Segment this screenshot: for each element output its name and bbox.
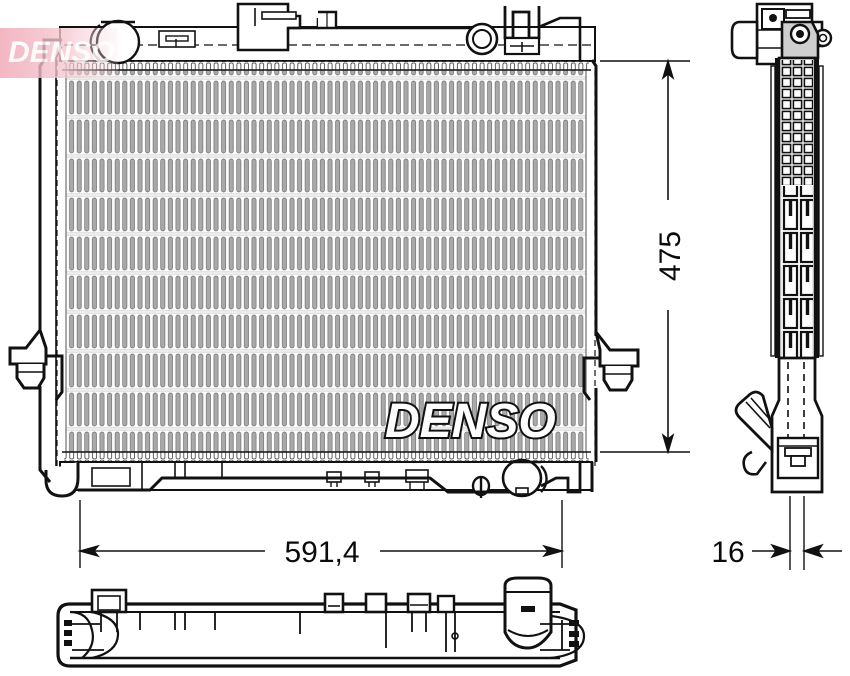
denso-logo: DENSO bbox=[383, 393, 558, 450]
watermark-band bbox=[0, 28, 118, 78]
dim-depth-label: 16 bbox=[711, 536, 744, 569]
dim-height-label: 475 bbox=[654, 231, 687, 281]
bottom-plan-ribs bbox=[139, 612, 387, 648]
side-elevation-view bbox=[730, 2, 833, 494]
watermark: DENSO bbox=[0, 28, 118, 78]
bottom-plan-view bbox=[56, 576, 586, 668]
bottom-plan-tabs bbox=[323, 592, 459, 652]
dim-width-label: 591,4 bbox=[284, 536, 359, 569]
right-mount-bracket bbox=[582, 331, 640, 401]
dim-depth-arrow-right bbox=[801, 543, 824, 559]
top-tank-u-bracket bbox=[503, 6, 541, 56]
side-bottom-assembly bbox=[734, 356, 824, 494]
radiator-core bbox=[66, 66, 586, 452]
top-tank-port bbox=[465, 22, 499, 56]
tank-nipple bbox=[318, 10, 338, 30]
bottom-tank bbox=[44, 451, 594, 498]
tank-right-end bbox=[538, 16, 582, 60]
right-side-member bbox=[590, 59, 598, 462]
dimension-height: 475 bbox=[600, 58, 690, 455]
watermark-text: DENSO bbox=[8, 36, 115, 69]
dim-width-arrow-left bbox=[77, 544, 100, 558]
bottom-plan-left-end bbox=[64, 588, 128, 660]
dim-depth-arrow-left bbox=[770, 543, 793, 559]
dim-height-arrow-top bbox=[661, 58, 675, 80]
left-mount-bracket bbox=[8, 326, 64, 401]
dimension-width: 591,4 bbox=[77, 500, 565, 569]
bottom-tank-detail bbox=[91, 467, 131, 487]
dim-width-arrow-right bbox=[542, 544, 565, 558]
denso-logo-text: DENSO bbox=[385, 395, 556, 448]
tank-bracket-detail-a bbox=[158, 30, 196, 48]
side-core-column bbox=[770, 56, 824, 360]
dim-height-arrow-bottom bbox=[661, 433, 675, 455]
bottom-header-teeth bbox=[64, 452, 589, 461]
top-tank bbox=[59, 2, 596, 71]
side-top-assembly bbox=[730, 2, 833, 66]
dimension-depth: 16 bbox=[711, 496, 842, 570]
top-header-teeth bbox=[64, 61, 589, 70]
front-elevation-view: DENSO bbox=[8, 2, 640, 498]
bottom-plan-outlet bbox=[503, 576, 553, 650]
side-outlet-stub bbox=[734, 390, 774, 454]
bottom-outlet-port bbox=[501, 458, 548, 498]
bottom-plan-right-end bbox=[540, 614, 586, 660]
bottom-tank-left-end bbox=[44, 462, 80, 498]
